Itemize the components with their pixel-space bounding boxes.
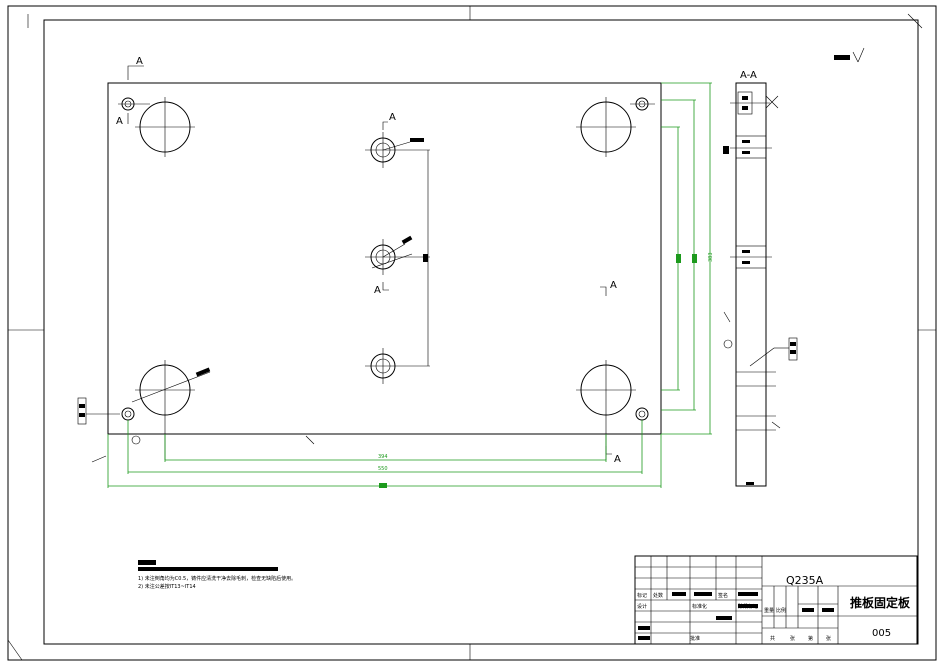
material-label: Q235A (786, 574, 824, 587)
section-mark-a2: A (116, 116, 123, 127)
roughness-symbol (834, 47, 865, 63)
technical-notes: 1) 未注倒角均为C0.5，铸件应清洗干净去除毛刺，检查无缺陷后使用。 2) 未… (138, 560, 296, 590)
tb-label-7: 标准化 (692, 603, 707, 610)
tb-label-16: 第 (808, 635, 813, 642)
dim-height: 383 (708, 252, 714, 262)
section-mark-a4: A (374, 285, 381, 296)
dim-outer-width: 550 (378, 466, 388, 472)
tb-label-0: 标记 (637, 592, 647, 599)
tb-label-17: 张 (826, 635, 831, 642)
tb-label-8: 阶段标记 (738, 603, 758, 610)
section-mark-a6: A (614, 454, 621, 465)
tb-label-6: 设计 (637, 603, 647, 610)
section-view-aa: A-A (723, 70, 798, 487)
note-line-2: 2) 未注公差按IT13~IT14 (138, 583, 196, 590)
tb-label-9: 重量 (764, 607, 774, 614)
tb-label-13: 批准 (690, 635, 700, 642)
drawing-number: 005 (872, 628, 891, 639)
tb-label-14: 共 (770, 635, 775, 642)
note-line-1: 1) 未注倒角均为C0.5，铸件应清洗干净去除毛刺，检查无缺陷后使用。 (138, 575, 296, 582)
title-block: 标记 处数 签名 设计 标准化 阶段标记 重量 比例 批准 共 张 第 张 Q2… (634, 555, 918, 645)
section-mark-a1: A (136, 56, 143, 67)
section-mark-a5: A (610, 280, 617, 291)
tb-label-10: 比例 (776, 607, 786, 614)
section-mark-a3: A (389, 112, 396, 123)
tb-label-4: 签名 (718, 592, 728, 599)
section-view-label: A-A (740, 70, 757, 81)
part-name: 推板固定板 (850, 595, 911, 610)
main-plate-view: A A A A A A (77, 56, 662, 465)
dimensions: 383 394 550 (107, 82, 714, 488)
tb-label-1: 处数 (653, 592, 663, 599)
dim-inner-width: 394 (378, 454, 388, 460)
tb-label-15: 张 (790, 635, 795, 642)
drawing-frame (7, 5, 937, 661)
